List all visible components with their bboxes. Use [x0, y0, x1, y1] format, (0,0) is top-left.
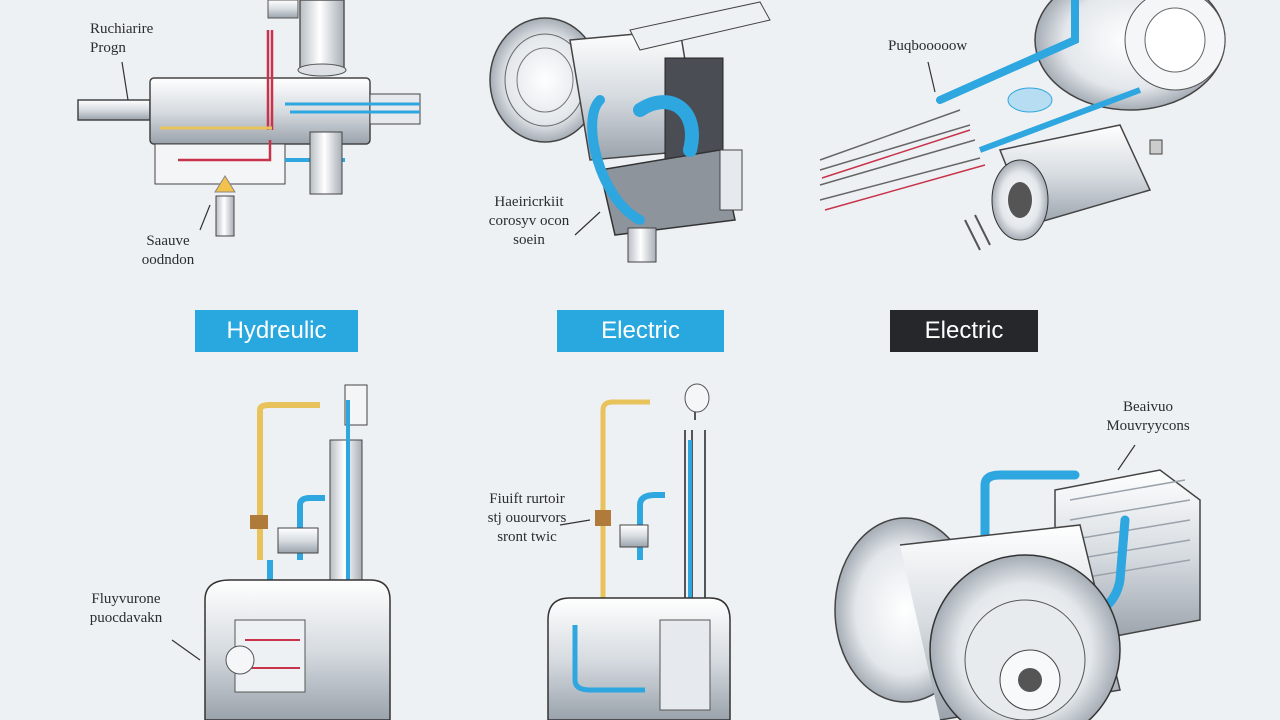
electric-steering-assembly-illustration	[489, 1, 771, 263]
hydraulic-pump-illustration	[77, 0, 421, 237]
label-top-right: Puqbooooow	[888, 38, 968, 54]
hydraulic-unit-lower-left-illustration	[204, 384, 391, 720]
badge-electric-dark: Electric	[890, 310, 1038, 352]
leader-lines	[121, 61, 1136, 661]
hydraulic-unit-lower-middle-illustration	[547, 383, 731, 720]
badge-electric-blue: Electric	[557, 310, 724, 352]
electric-motor-illustration	[819, 0, 1226, 251]
electric-motor-lower-right-illustration	[834, 469, 1201, 720]
badge-hydraulic: Hydreulic	[195, 310, 358, 352]
